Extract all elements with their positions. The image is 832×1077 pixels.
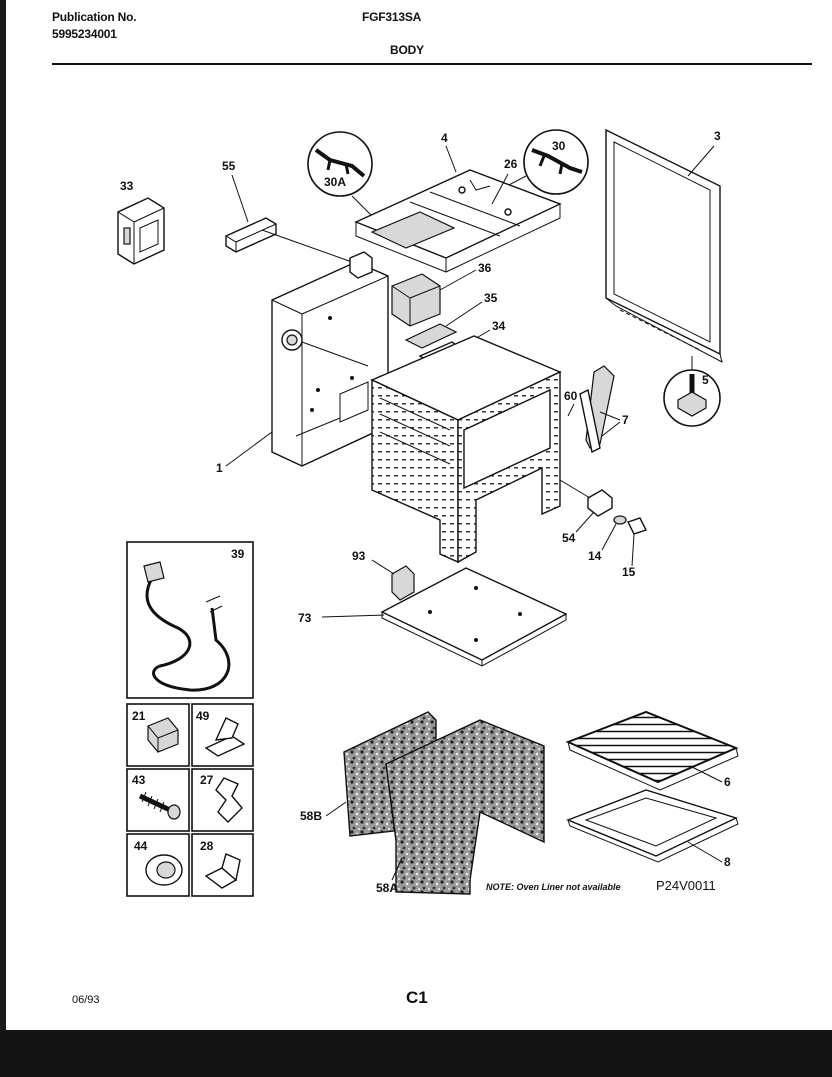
label-6: 6 bbox=[724, 775, 731, 789]
diagram-code: P24V0011 bbox=[656, 878, 716, 893]
box-43-screw bbox=[126, 768, 190, 832]
part-36-duct bbox=[349, 251, 441, 327]
part-15-knob bbox=[627, 517, 647, 535]
callout-30A bbox=[307, 131, 373, 197]
label-28: 28 bbox=[200, 839, 214, 853]
part-73-bottom-panel bbox=[380, 567, 568, 667]
label-1: 1 bbox=[216, 461, 223, 475]
label-33: 33 bbox=[120, 179, 134, 193]
label-27: 27 bbox=[200, 773, 214, 787]
header-rule bbox=[52, 63, 812, 65]
label-3: 3 bbox=[714, 129, 721, 143]
part-33-bracket bbox=[117, 197, 165, 265]
part-3-back-panel bbox=[605, 128, 723, 363]
part-93-bracket bbox=[391, 565, 415, 601]
label-35: 35 bbox=[484, 291, 498, 305]
callout-30 bbox=[523, 129, 589, 195]
oven-liner-note: NOTE: Oven Liner not available bbox=[486, 882, 621, 892]
publication-number: 5995234001 bbox=[52, 27, 117, 41]
part-7-hinge bbox=[579, 365, 615, 454]
label-58B: 58B bbox=[300, 809, 322, 823]
label-60: 60 bbox=[564, 389, 578, 403]
label-34: 34 bbox=[492, 319, 506, 333]
part-35-bracket bbox=[404, 323, 458, 349]
label-39: 39 bbox=[231, 547, 245, 561]
label-43: 43 bbox=[132, 773, 146, 787]
label-15: 15 bbox=[622, 565, 636, 579]
box-28 bbox=[191, 833, 254, 897]
label-93: 93 bbox=[352, 549, 366, 563]
part-14-clip bbox=[613, 515, 627, 525]
box-44-grommet bbox=[126, 833, 190, 897]
callout-5-leveling-leg bbox=[663, 369, 721, 427]
box-27 bbox=[191, 768, 254, 832]
part-58-insulation bbox=[343, 711, 545, 895]
label-30A: 30A bbox=[324, 175, 346, 189]
part-4-top-panel bbox=[354, 169, 562, 273]
label-44: 44 bbox=[134, 839, 148, 853]
part-oven-body bbox=[370, 335, 562, 564]
label-55: 55 bbox=[222, 159, 236, 173]
publication-label: Publication No. bbox=[52, 10, 137, 24]
box-21 bbox=[126, 703, 190, 767]
label-36: 36 bbox=[478, 261, 492, 275]
label-58A: 58A bbox=[376, 881, 398, 895]
label-73: 73 bbox=[298, 611, 312, 625]
label-49: 49 bbox=[196, 709, 210, 723]
model-number: FGF313SA bbox=[362, 10, 422, 24]
part-1-side-panel bbox=[271, 261, 389, 467]
label-14: 14 bbox=[588, 549, 602, 563]
label-4: 4 bbox=[441, 131, 448, 145]
footer-page: C1 bbox=[406, 988, 428, 1007]
label-26: 26 bbox=[504, 157, 518, 171]
label-54: 54 bbox=[562, 531, 576, 545]
label-7: 7 bbox=[622, 413, 629, 427]
label-30: 30 bbox=[552, 139, 566, 153]
scan-edge-left bbox=[0, 0, 6, 1077]
part-54-bushing bbox=[587, 489, 613, 517]
section-title: BODY bbox=[390, 43, 424, 57]
part-8-broiler-pan bbox=[566, 789, 739, 863]
scan-edge-bottom bbox=[0, 1030, 832, 1077]
box-49 bbox=[191, 703, 254, 767]
part-55-channel bbox=[225, 217, 277, 253]
label-21: 21 bbox=[132, 709, 146, 723]
label-5: 5 bbox=[702, 373, 709, 387]
footer-date: 06/93 bbox=[72, 994, 100, 1006]
box-39-power-cord bbox=[126, 541, 254, 699]
part-6-oven-rack bbox=[565, 710, 739, 791]
label-8: 8 bbox=[724, 855, 731, 869]
